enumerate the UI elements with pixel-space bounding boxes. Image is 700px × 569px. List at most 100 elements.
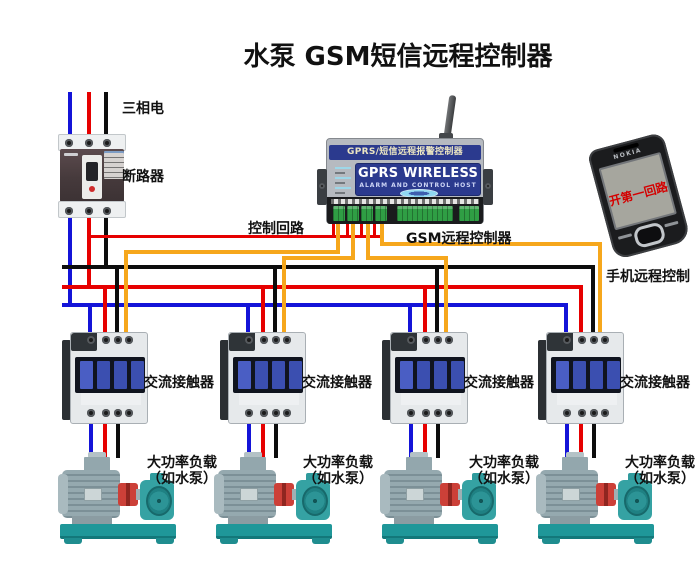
soft-key-right xyxy=(664,220,679,228)
contact-cell xyxy=(255,361,268,389)
contact-carrier-band xyxy=(395,357,465,393)
led-caption xyxy=(335,182,345,184)
coil-wire-orange xyxy=(351,222,355,260)
led-caption xyxy=(335,192,345,194)
load-label-line2: （如水泵） xyxy=(625,471,695,487)
junction-box-cap xyxy=(88,452,106,458)
coil-wire-orange xyxy=(282,256,286,344)
terminal-screw xyxy=(601,409,609,417)
load-label: 大功率负载 （如水泵） xyxy=(620,455,700,487)
coil-wire-orange xyxy=(598,242,602,344)
pump-face xyxy=(624,486,650,516)
contact-cell xyxy=(556,361,569,389)
terminal-block xyxy=(459,206,479,221)
load-label-line1: 大功率负载 xyxy=(303,455,373,471)
load-label-line1: 大功率负载 xyxy=(147,455,217,471)
water-pump-2: 大功率负载 （如水泵） xyxy=(214,452,373,564)
contactor-mid-strip xyxy=(401,393,461,405)
drop-red xyxy=(579,285,583,344)
drop-blue xyxy=(246,303,250,344)
terminal-screw xyxy=(272,336,280,344)
mount-rail xyxy=(220,340,229,420)
motor-nameplate xyxy=(240,488,258,501)
contactor-body xyxy=(70,332,148,424)
phone-control-label: 手机远程控制 xyxy=(606,269,690,285)
motor-pedestal xyxy=(72,516,112,526)
terminal-screw xyxy=(103,207,111,215)
pump-base xyxy=(216,524,332,539)
control-stub-wire xyxy=(373,222,376,237)
load-wire-black xyxy=(436,416,440,458)
load-label-line1: 大功率负载 xyxy=(625,455,695,471)
contactor-mid-strip xyxy=(239,393,299,405)
load-wire-red xyxy=(261,416,265,458)
pump-base xyxy=(382,524,498,539)
controller-brand: GPRS WIRELESS xyxy=(357,166,479,181)
drop-red xyxy=(423,285,427,344)
load-wire-blue xyxy=(565,416,569,458)
contact-cell xyxy=(238,361,251,389)
led-caption xyxy=(335,172,345,174)
contact-cell xyxy=(272,361,285,389)
drop-red xyxy=(103,285,107,344)
terminal-screw xyxy=(407,409,415,417)
terminal-screw xyxy=(590,409,598,417)
terminal-screw xyxy=(445,336,453,344)
terminal-screw xyxy=(103,139,111,147)
motor-end-cap xyxy=(214,474,224,514)
bus-black xyxy=(62,265,595,269)
motor-pedestal xyxy=(394,516,434,526)
load-wire-blue xyxy=(89,416,93,458)
contactor-mid-strip xyxy=(81,393,141,405)
contact-cell xyxy=(573,361,586,389)
coil-wire-orange xyxy=(124,250,128,344)
status-led xyxy=(335,187,351,189)
motor-end-cap xyxy=(536,474,546,514)
controller-banner: GPRS/短信远程报警控制器 xyxy=(329,145,481,160)
pump-base xyxy=(60,524,176,539)
ac-contactor-3: 交流接触器 xyxy=(382,332,534,424)
contact-cell xyxy=(131,361,144,389)
contact-cell xyxy=(97,361,110,389)
pump-outlet xyxy=(306,473,320,482)
base-foot xyxy=(542,538,560,544)
contact-carrier-band xyxy=(551,357,621,393)
ac-contactor-4: 交流接触器 xyxy=(538,332,690,424)
coil-wire-orange xyxy=(366,222,370,260)
terminal-screw xyxy=(65,139,73,147)
terminal-block xyxy=(333,206,345,221)
junction-box xyxy=(240,457,266,473)
contact-cell xyxy=(451,361,464,389)
terminal-screw xyxy=(87,409,95,417)
contact-cell xyxy=(80,361,93,389)
motor-nameplate xyxy=(406,488,424,501)
breaker-bottom-terminals xyxy=(58,201,126,218)
gsm-controller-device: GPRS/短信远程报警控制器 GPRS WIRELESS ALARM AND C… xyxy=(317,138,493,224)
breaker-toggle-panel xyxy=(82,155,102,199)
gsm-antenna-base xyxy=(439,133,453,142)
terminal-screw xyxy=(114,409,122,417)
bus-blue xyxy=(62,303,568,307)
load-wire-blue xyxy=(409,416,413,458)
terminal-block xyxy=(397,206,453,221)
base-foot xyxy=(634,538,652,544)
terminal-strip xyxy=(327,197,483,224)
ac-contactor-1: 交流接触器 xyxy=(62,332,214,424)
load-label-line2: （如水泵） xyxy=(469,471,539,487)
pump-outlet xyxy=(472,473,486,482)
coil-wire-orange xyxy=(366,256,448,260)
contactor-body xyxy=(390,332,468,424)
terminal-screw xyxy=(434,336,442,344)
load-label-line2: （如水泵） xyxy=(303,471,373,487)
contactor-label: 交流接触器 xyxy=(464,375,534,391)
terminal-block xyxy=(375,206,387,221)
load-wire-blue xyxy=(247,416,251,458)
breaker-label: 断路器 xyxy=(122,169,164,185)
mounting-ear xyxy=(317,169,327,205)
terminal-screw xyxy=(407,336,415,344)
contact-cell xyxy=(400,361,413,389)
breaker-brand-mark xyxy=(64,153,78,156)
terminal-screw xyxy=(563,409,571,417)
contactor-label: 交流接触器 xyxy=(144,375,214,391)
terminal-screw xyxy=(563,336,571,344)
